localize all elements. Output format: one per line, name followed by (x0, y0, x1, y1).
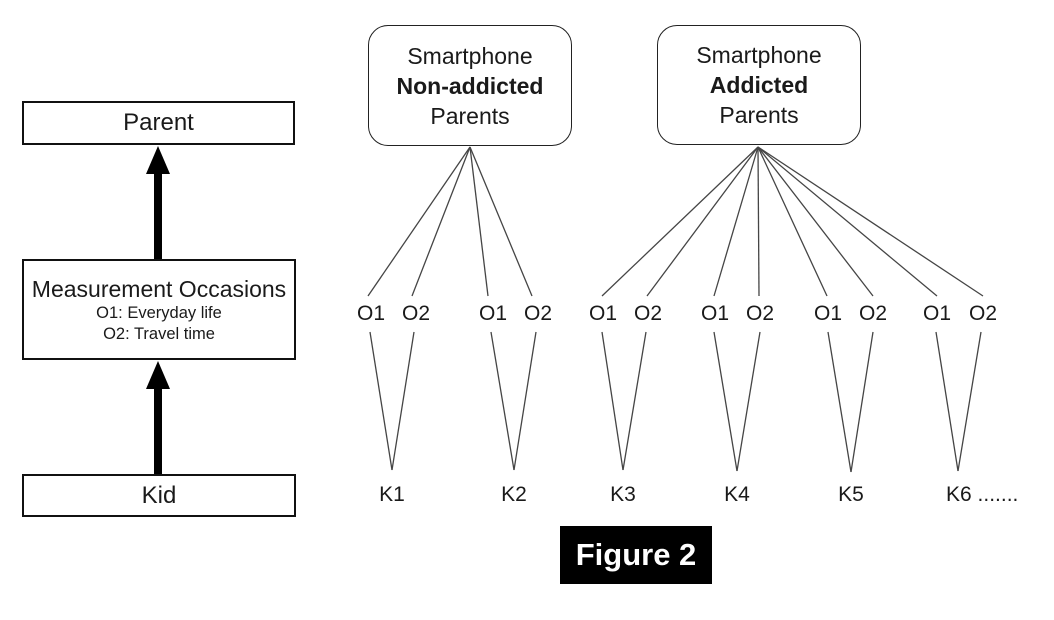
fan-lines-non-addicted (367, 146, 533, 297)
non-addicted-line3: Parents (430, 102, 510, 129)
kid-label-k1: K1 (379, 483, 405, 506)
arrow-measurement-to-parent (146, 146, 170, 260)
parent-box: Parent (22, 101, 295, 145)
occasion-label-k4-o2: O2 (745, 302, 774, 325)
kid-label-k2: K2 (501, 483, 527, 506)
addicted-line2: Addicted (709, 72, 809, 98)
occasion-label-k2-o2: O2 (523, 302, 552, 325)
figure-caption-label: Figure 2 (575, 537, 697, 572)
v-lines-k6 (935, 331, 982, 472)
occasion-label-k2-o1: O1 (478, 302, 507, 325)
occasion-label-k6-o2: O2 (968, 302, 997, 325)
kid-label-k4: K4 (724, 483, 750, 506)
non-addicted-line1: Smartphone (407, 42, 533, 69)
kid-label: Kid (141, 481, 177, 509)
measurement-occasions-box: Measurement Occasions O1: Everyday life … (22, 259, 296, 360)
measurement-title: Measurement Occasions (31, 275, 287, 302)
occasion-label-k3-o1: O1 (588, 302, 617, 325)
occasion-label-k5-o2: O2 (858, 302, 887, 325)
kid-label-k3: K3 (610, 483, 636, 506)
fan-lines-addicted (601, 146, 984, 297)
addicted-line1: Smartphone (696, 42, 822, 68)
figure-caption-box: Figure 2 (560, 526, 712, 584)
addicted-line3: Parents (719, 102, 799, 128)
kid-label-k6: K6 ....... (946, 483, 1019, 506)
addicted-parents-box: Smartphone Addicted Parents (657, 25, 861, 145)
occasion-label-k4-o1: O1 (700, 302, 729, 325)
occasion-label-k5-o1: O1 (813, 302, 842, 325)
measurement-occasion2: O2: Travel time (103, 324, 215, 343)
v-lines-k2 (490, 331, 537, 471)
occasion-label-k1-o1: O1 (356, 302, 385, 325)
occasion-label-k6-o1: O1 (922, 302, 951, 325)
non-addicted-parents-box: Smartphone Non-addicted Parents (368, 25, 572, 146)
v-lines-k4 (713, 331, 761, 472)
occasion-label-k3-o2: O2 (633, 302, 662, 325)
kid-box: Kid (22, 474, 296, 517)
non-addicted-line2: Non-addicted (396, 72, 544, 99)
v-lines-k3 (601, 331, 647, 471)
parent-label: Parent (123, 109, 194, 136)
measurement-occasion1: O1: Everyday life (96, 303, 222, 322)
arrow-kid-to-measurement (146, 361, 170, 475)
kid-label-k5: K5 (838, 483, 864, 506)
occasion-label-k1-o2: O2 (401, 302, 430, 325)
v-lines-k1 (369, 331, 415, 471)
v-lines-k5 (827, 331, 874, 473)
